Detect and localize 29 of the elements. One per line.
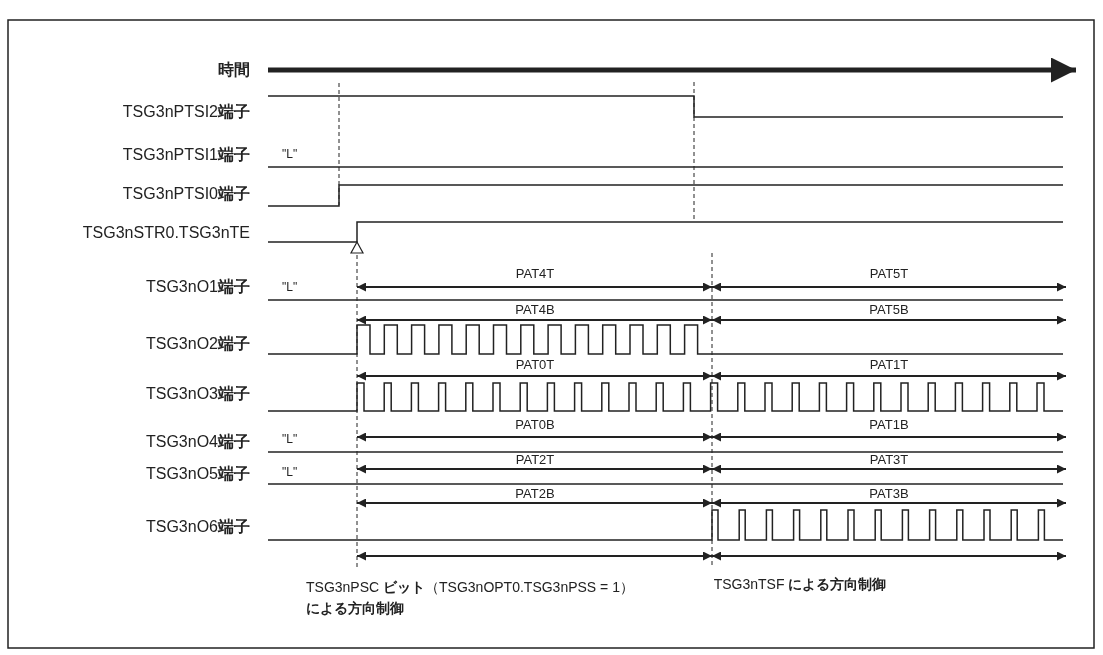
- pattern-label: PAT0T: [515, 358, 555, 371]
- signal-level: "L": [282, 281, 298, 293]
- signal-name: TSG3nO6端子: [145, 519, 250, 535]
- signal-name: TSG3nO5端子: [145, 466, 250, 482]
- pattern-label: PAT5T: [869, 267, 909, 280]
- signal-name: TSG3nPTSI0端子: [122, 186, 250, 202]
- signal-name: TSG3nPTSI2端子: [122, 104, 250, 120]
- signal-name: TSG3nSTR0.TSG3nTE: [82, 225, 250, 241]
- pattern-label: PAT0B: [515, 418, 555, 431]
- signal-name: TSG3nPTSI1端子: [122, 147, 250, 163]
- pattern-label: PAT5B: [869, 303, 909, 316]
- pattern-label: PAT2B: [515, 487, 555, 500]
- pattern-label: PAT4B: [515, 303, 555, 316]
- signal-name: TSG3nO4端子: [145, 434, 250, 450]
- signal-name: TSG3nO1端子: [145, 279, 250, 295]
- pattern-label: PAT4T: [515, 267, 555, 280]
- signal-level: "L": [282, 466, 298, 478]
- axis-label: 時間: [218, 62, 250, 78]
- pattern-label: PAT3B: [869, 487, 909, 500]
- signal-level: "L": [282, 433, 298, 445]
- caption: TSG3nTSF による方向制御: [713, 577, 887, 591]
- pattern-label: PAT3T: [869, 453, 909, 466]
- pattern-label: PAT1T: [869, 358, 909, 371]
- pattern-label: PAT2T: [515, 453, 555, 466]
- signal-level: "L": [282, 148, 298, 160]
- signal-name: TSG3nO2端子: [145, 336, 250, 352]
- caption: TSG3nPSC ビット（TSG3nOPT0.TSG3nPSS = 1）による方向制御: [306, 578, 635, 618]
- pattern-label: PAT1B: [869, 418, 909, 431]
- signal-name: TSG3nO3端子: [145, 386, 250, 402]
